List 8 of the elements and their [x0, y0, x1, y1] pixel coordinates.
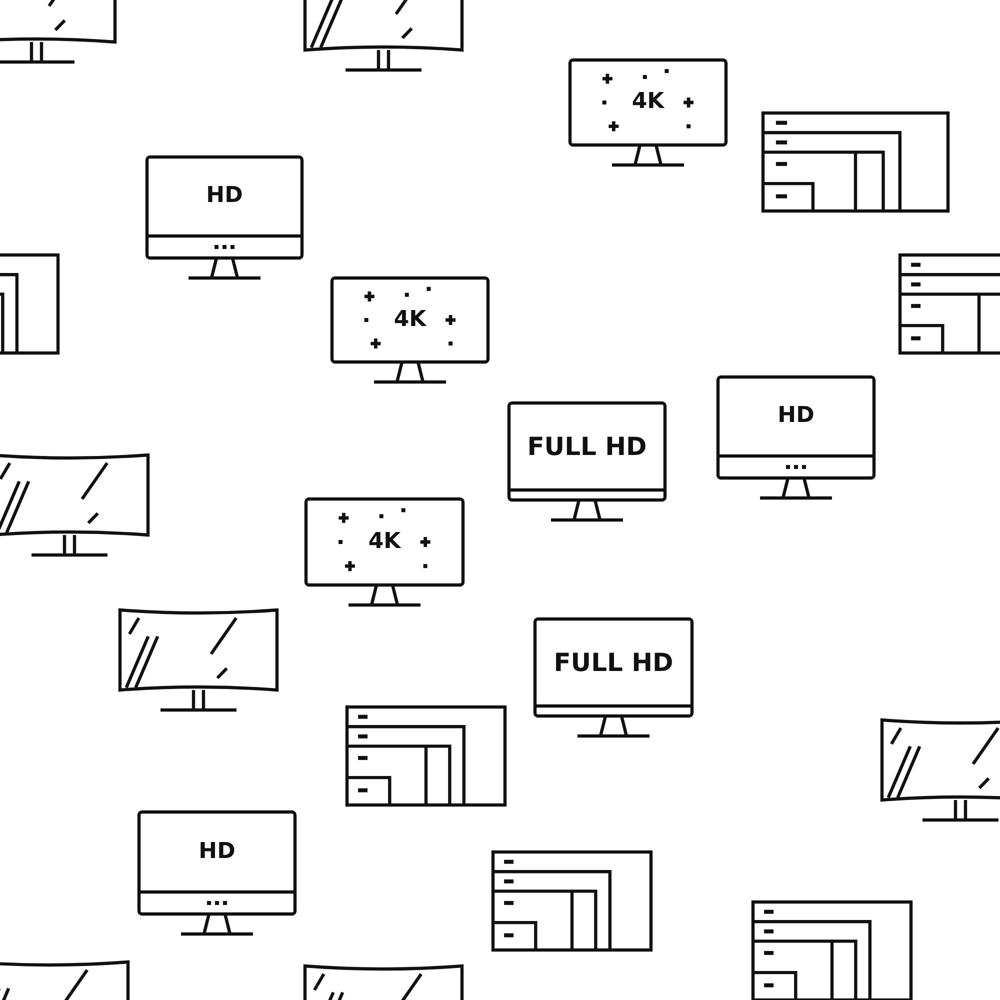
screen-label: 4K: [630, 89, 666, 116]
screen-label: HD: [205, 183, 244, 210]
screen-label: HD: [198, 838, 236, 866]
screen-label: 4K: [367, 528, 402, 556]
screen-label: HD: [776, 403, 816, 430]
screen-label: FULL HD: [552, 648, 674, 678]
screen-label: 4K: [392, 306, 428, 334]
screen-label: FULL HD: [526, 432, 648, 462]
